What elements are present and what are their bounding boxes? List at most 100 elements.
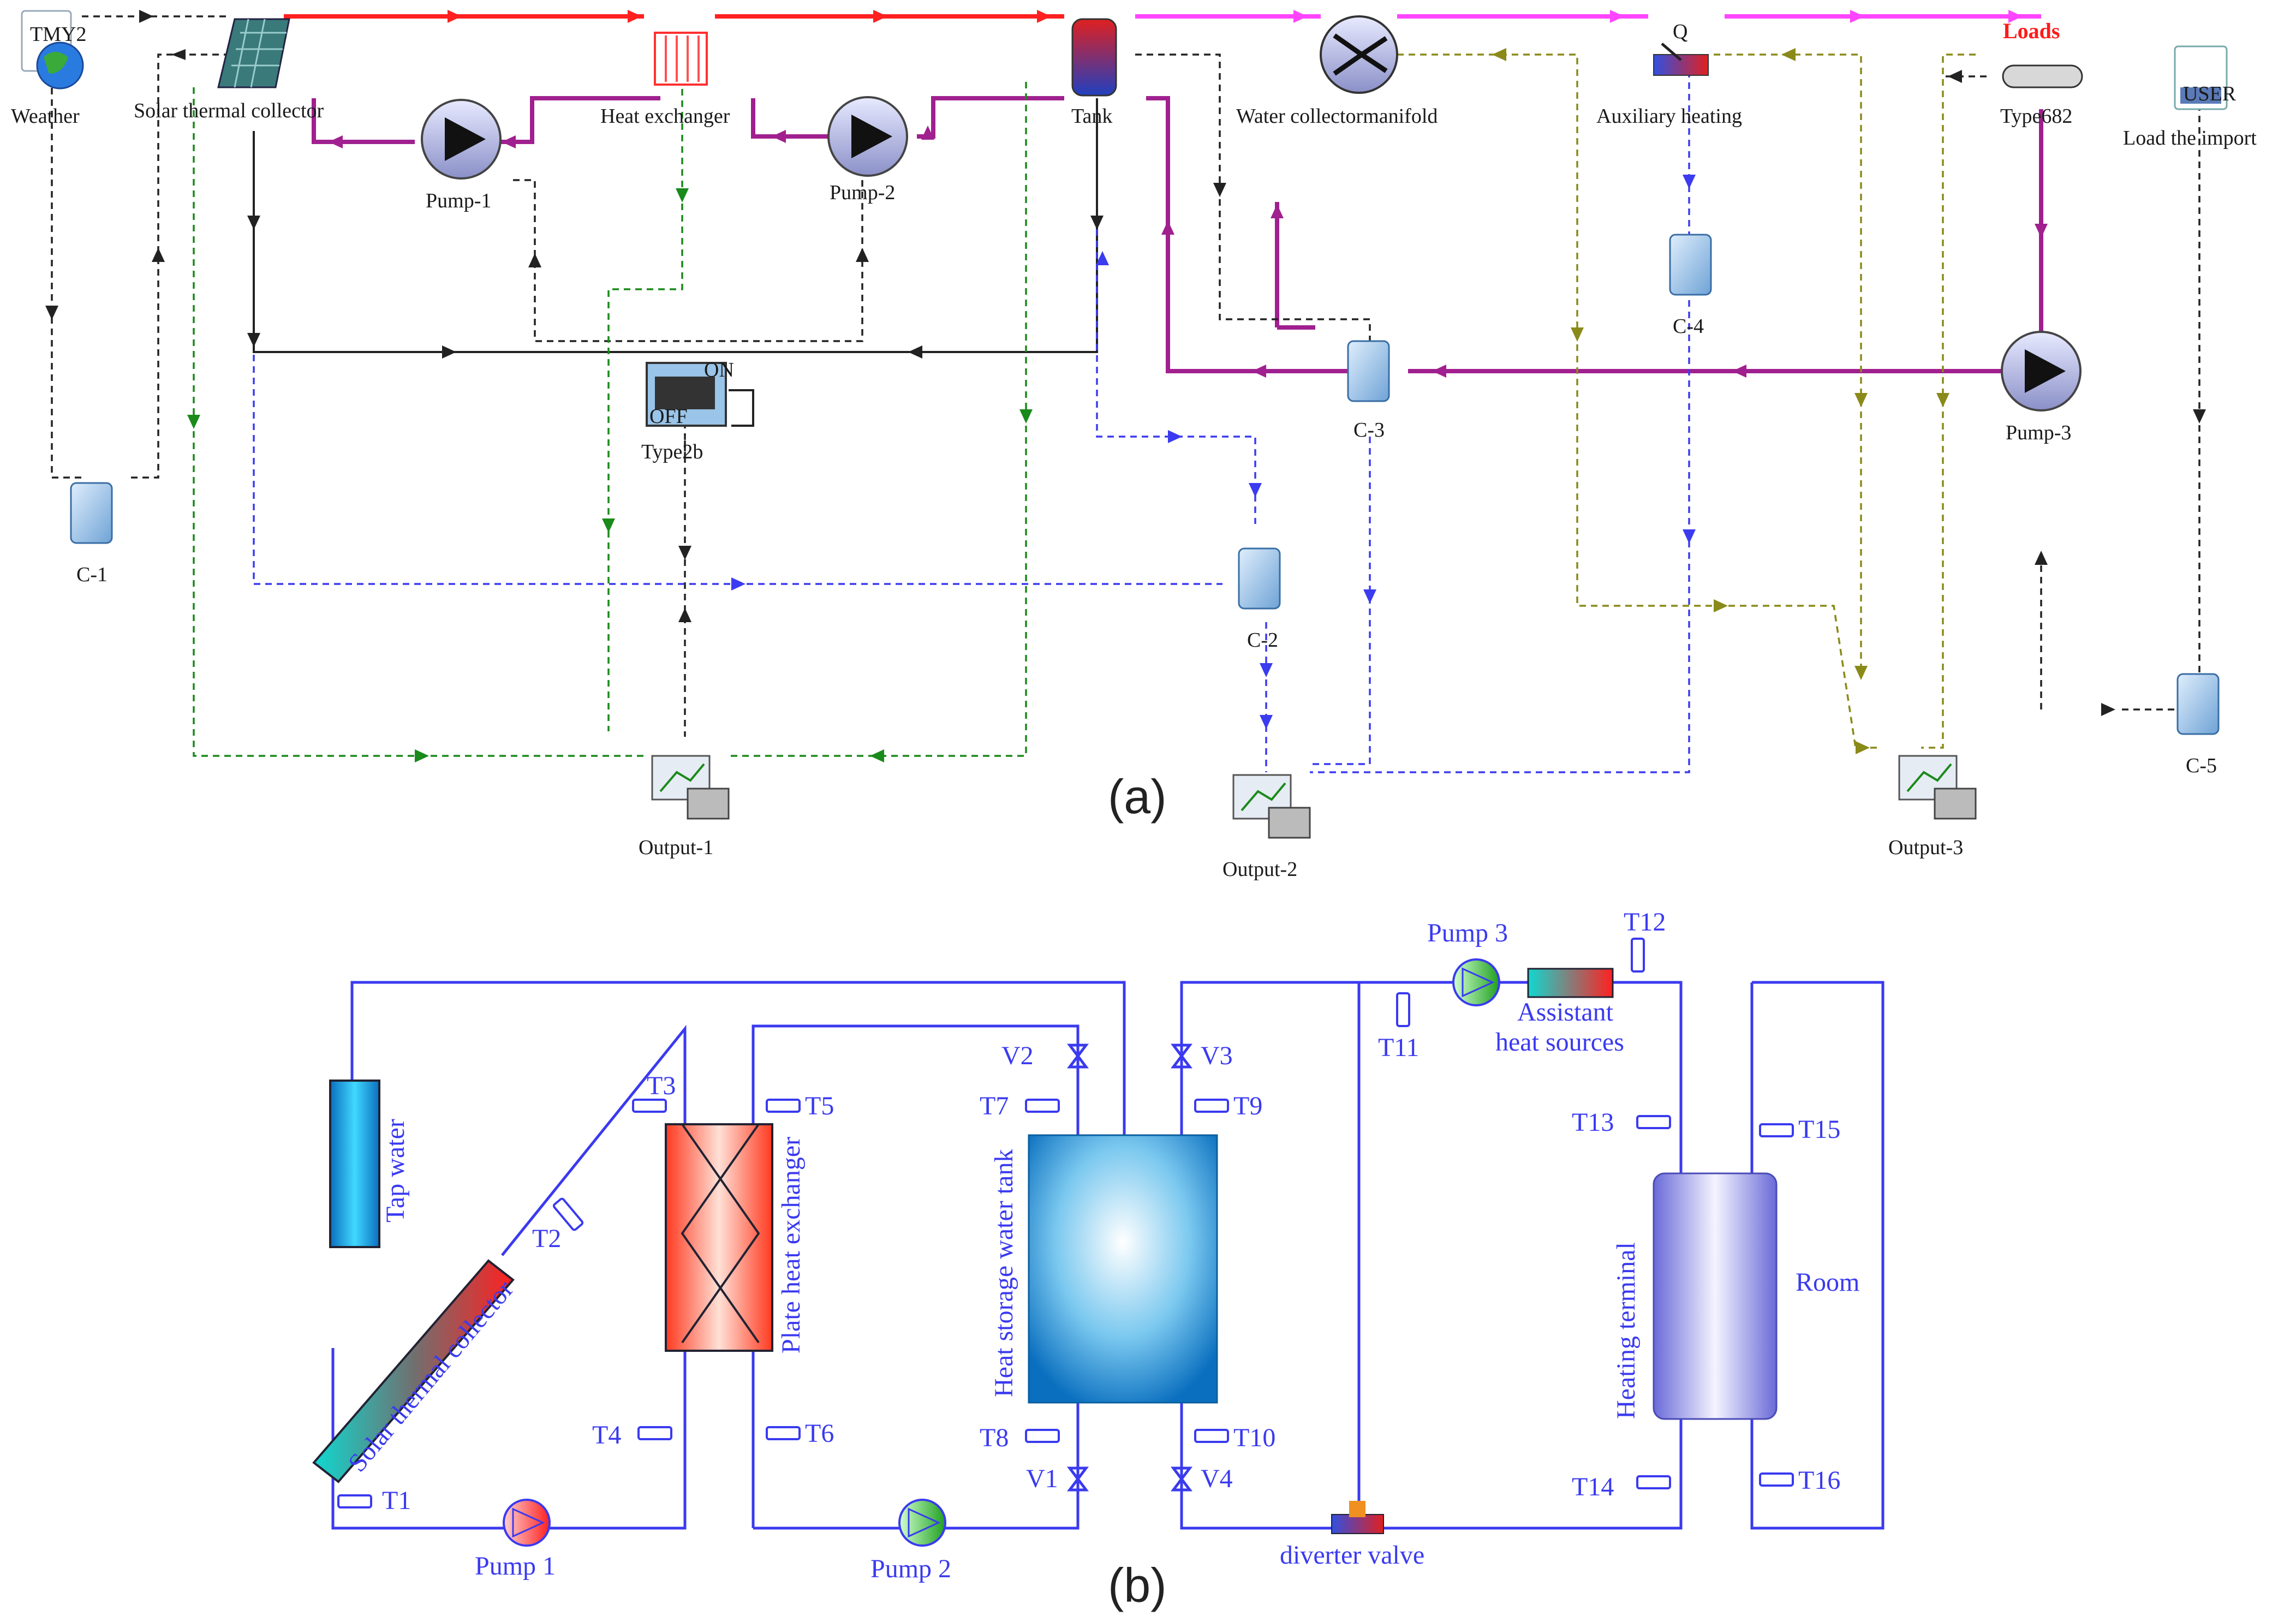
output-2-label: Output-2 (1222, 858, 1297, 881)
t13-label: T13 (1572, 1108, 1614, 1137)
sensor-t6: T6 (766, 1419, 834, 1448)
heat-exchanger-label: Heat exchanger (600, 105, 730, 128)
valve-v1: V1 (1026, 1464, 1089, 1493)
room-label: Room (1796, 1268, 1859, 1297)
diverter-body (1331, 1514, 1384, 1534)
solar-panel-icon (217, 18, 290, 88)
pump-2[interactable]: Pump-2 (827, 96, 908, 204)
output-2[interactable]: Output-2 (1222, 774, 1311, 881)
aux-heating-component[interactable]: Q Auxiliary heating (1596, 20, 1742, 128)
plate-heat-exchanger: Plate heat exchanger (665, 1123, 806, 1353)
type2b-label: Type2b (641, 440, 703, 463)
c5-label: C-5 (2186, 754, 2217, 777)
q-text: Q (1673, 20, 1687, 43)
pump-b1-label: Pump 1 (475, 1552, 556, 1581)
t5-label: T5 (805, 1092, 834, 1120)
tank-label: Tank (1071, 105, 1112, 128)
pump-3[interactable]: Pump-3 (2001, 331, 2082, 444)
t1-label: T1 (382, 1486, 411, 1515)
sensor-t9: T9 (1194, 1092, 1262, 1120)
t2-label: T2 (532, 1224, 561, 1253)
collector-component[interactable]: Solar thermal collector (134, 18, 324, 122)
sensor-t16: T16 (1759, 1466, 1840, 1495)
calculator-c4[interactable]: C-4 (1669, 234, 1712, 338)
aux-heating-label: Auxiliary heating (1596, 105, 1742, 128)
heat-storage-tank: Heat storage water tank (989, 1134, 1218, 1404)
panel-a: TMY2 Weather Solar thermal collector Hea… (11, 10, 2257, 881)
output-3[interactable]: Output-3 (1888, 755, 1977, 859)
sensor-t13: T13 (1572, 1108, 1671, 1137)
pump-b2-icon (898, 1499, 946, 1547)
diverter-valve: diverter valve (1280, 1501, 1424, 1570)
sensor-t7: T7 (980, 1092, 1060, 1120)
calculator-c2[interactable]: C-2 (1238, 547, 1281, 652)
weather-label: Weather (11, 105, 80, 128)
valve-v3: V3 (1171, 1041, 1233, 1070)
load-supply-line (1135, 10, 2041, 23)
assistant-heater-body (1527, 968, 1614, 998)
sensor-t10: T10 (1194, 1423, 1275, 1452)
calculator-c5[interactable]: C-5 (2176, 673, 2220, 777)
sensor-t8: T8 (980, 1423, 1060, 1452)
type682-label: Type682 (2000, 105, 2072, 128)
assistant-heat-sources: Assistant heat sources (1495, 968, 1624, 1057)
pump-2-label: Pump-2 (830, 181, 895, 204)
manifold-component[interactable]: Water collectormanifold (1236, 15, 1438, 128)
pump-b3-label: Pump 3 (1427, 919, 1508, 947)
c1-label: C-1 (76, 563, 108, 586)
sensor-t14: T14 (1572, 1472, 1671, 1501)
output-3-label: Output-3 (1888, 836, 1963, 859)
t9-label: T9 (1233, 1092, 1262, 1120)
pump-b1: Pump 1 (475, 1499, 556, 1581)
type682-component[interactable]: Loads Type682 (2000, 19, 2083, 128)
t12-label: T12 (1624, 908, 1666, 937)
panel-b-label: (b) (1108, 1558, 1167, 1612)
pump-3-label: Pump-3 (2006, 421, 2071, 444)
output-1[interactable]: Output-1 (639, 755, 730, 859)
load-import-component[interactable]: USER Load the import (2123, 45, 2257, 150)
user-icon-text: USER (2183, 82, 2237, 105)
type2b-controller[interactable]: ON OFF Type2b (641, 359, 754, 463)
heating-terminal: Heating terminal Room (1612, 1172, 1859, 1420)
calculator-icon (1347, 340, 1390, 402)
sensor-t11: T11 (1378, 992, 1420, 1062)
t6-label: T6 (805, 1419, 834, 1448)
t15-label: T15 (1798, 1115, 1840, 1144)
calculator-icon (70, 482, 113, 544)
pump-1[interactable]: Pump-1 (421, 99, 502, 212)
calculator-icon (1238, 547, 1281, 610)
valve-v4: V4 (1171, 1464, 1233, 1493)
v2-label: V2 (1001, 1041, 1034, 1070)
off-text: OFF (649, 405, 688, 428)
pump-b2: Pump 2 (870, 1499, 951, 1583)
heat-exchanger-component[interactable]: Heat exchanger (600, 32, 730, 128)
t4-label: T4 (592, 1421, 621, 1450)
sensor-t4: T4 (592, 1421, 672, 1450)
heat-sources-label: heat sources (1495, 1028, 1624, 1057)
calculator-c3[interactable]: C-3 (1347, 340, 1390, 442)
on-text: ON (704, 359, 734, 381)
weather-component[interactable]: TMY2 Weather (11, 10, 86, 128)
loads-label: Loads (2003, 19, 2060, 43)
green-dashed-lines (187, 55, 1033, 762)
t14-label: T14 (1572, 1472, 1614, 1501)
calculator-c1[interactable]: C-1 (70, 482, 113, 586)
olive-dashed-lines (1397, 48, 1976, 754)
tank-component[interactable]: Tank (1071, 18, 1117, 128)
t11-label: T11 (1378, 1033, 1420, 1062)
c4-label: C-4 (1673, 315, 1704, 338)
terminal-body (1653, 1172, 1778, 1420)
v1-label: V1 (1026, 1464, 1058, 1493)
pump-b2-label: Pump 2 (870, 1554, 951, 1583)
manifold-label: Water collectormanifold (1236, 105, 1438, 128)
c2-label: C-2 (1247, 629, 1278, 652)
v3-label: V3 (1201, 1041, 1233, 1070)
blue-dashed-lines (253, 71, 1696, 773)
v4-label: V4 (1201, 1464, 1233, 1493)
sensor-t5: T5 (766, 1092, 834, 1120)
calculator-icon (1669, 234, 1712, 296)
t7-label: T7 (980, 1092, 1009, 1120)
hot-supply-line (284, 10, 1064, 23)
output-1-label: Output-1 (639, 836, 713, 859)
